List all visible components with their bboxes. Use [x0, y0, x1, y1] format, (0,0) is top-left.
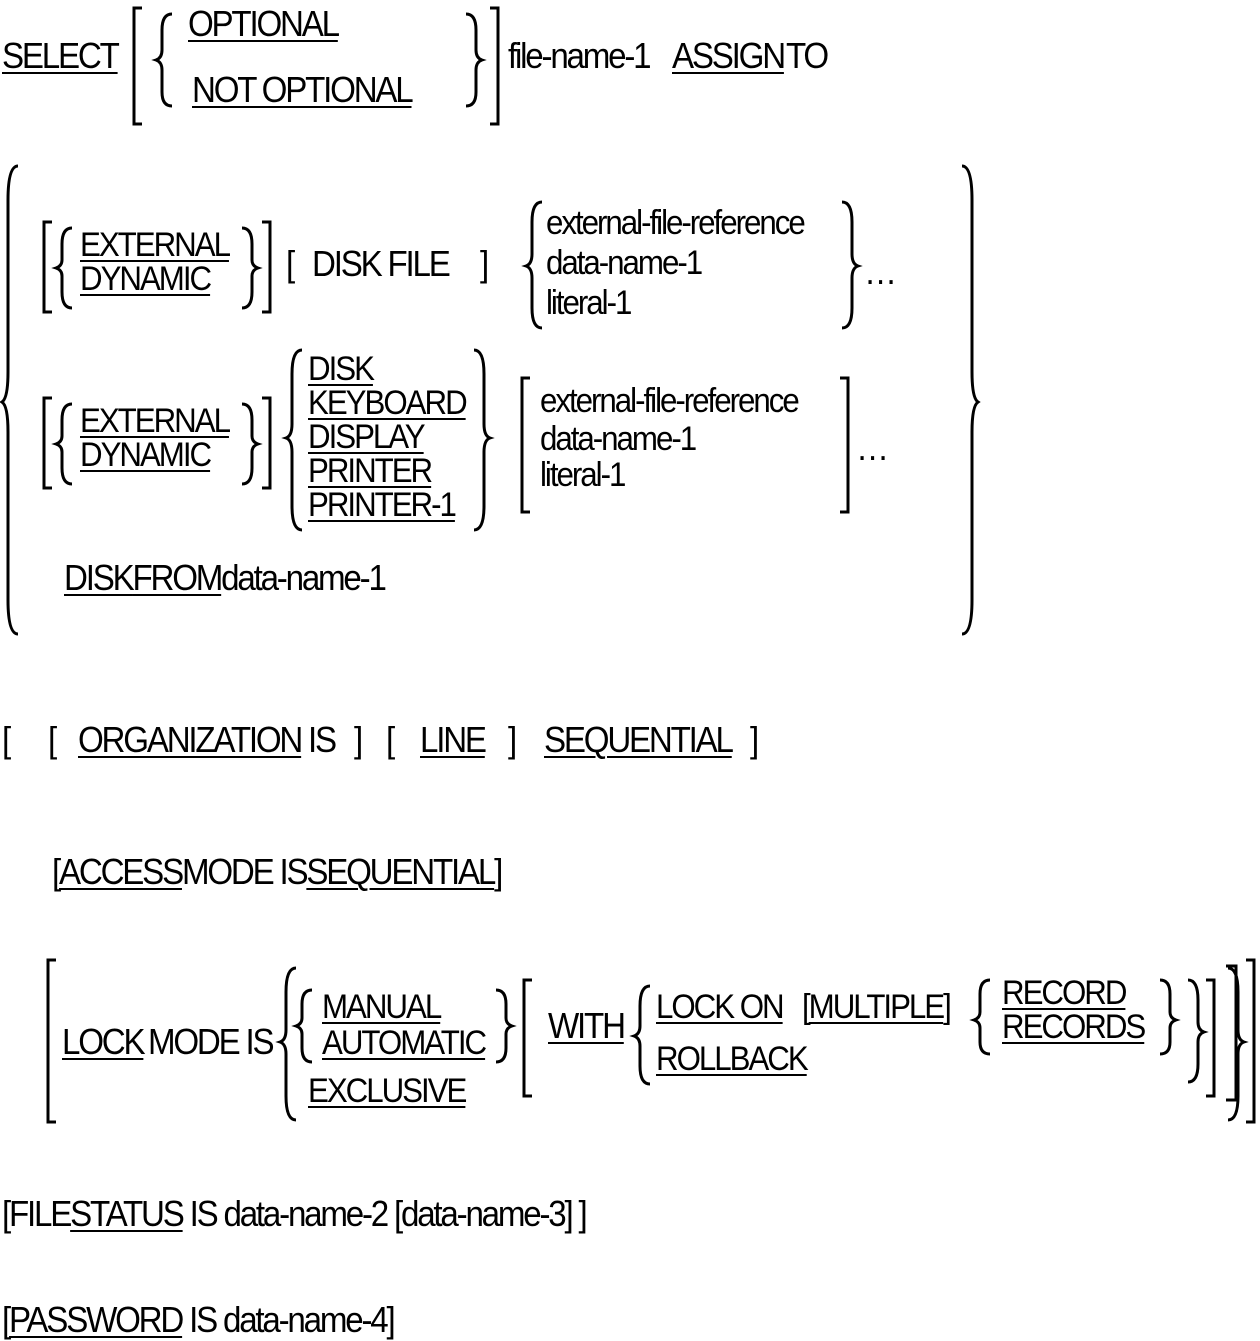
device-disk: DISK — [308, 350, 375, 388]
record-keyword: RECORD — [1002, 974, 1127, 1012]
access-mode-is: MODE IS — [181, 851, 309, 892]
to-keyword: TO — [786, 35, 829, 76]
external-keyword-2: EXTERNAL — [80, 402, 231, 440]
disk-file-close-bracket: ] — [480, 243, 489, 284]
not-optional-phrase: NOT OPTIONAL — [192, 69, 414, 110]
organization-inner-close-bracket: ] — [354, 719, 363, 760]
file-status-phrase: [FILESTATUS IS data-name-2 [data-name-3]… — [2, 1193, 588, 1234]
row2-option-3: literal-1 — [540, 456, 626, 494]
password-is: IS — [189, 1299, 218, 1340]
right-square-bracket — [490, 6, 500, 126]
dynamic-keyword-2: DYNAMIC — [80, 436, 212, 474]
multiple-phrase: [MULTIPLE] — [802, 988, 952, 1026]
data-name-4-label: data-name-4 — [222, 1299, 389, 1340]
device-display: DISPLAY — [308, 418, 426, 456]
with-keyword: WITH — [548, 1005, 626, 1046]
organization-inner-open-bracket: [ — [48, 719, 57, 760]
organization-close-bracket: ] — [750, 719, 759, 760]
organization-keyword: ORGANIZATION — [78, 719, 303, 760]
disk-from-phrase: DISKFROMdata-name-1 — [64, 557, 387, 598]
access-keyword: ACCESS — [59, 851, 184, 892]
data-name-2-label: data-name-2 — [223, 1193, 390, 1234]
file-keyword: FILE — [9, 1193, 72, 1234]
organization-is: IS — [308, 719, 337, 760]
disk-keyword: DISK — [64, 557, 135, 598]
rollback-keyword: ROLLBACK — [656, 1040, 809, 1078]
access-sequential: SEQUENTIAL — [306, 851, 496, 892]
organization-open-bracket: [ — [2, 719, 11, 760]
row1-option-1: external-file-reference — [546, 204, 806, 242]
outer-left-curly-brace — [0, 164, 19, 636]
file-name-1-label: file-name-1 — [508, 35, 652, 76]
row2-option-1: external-file-reference — [540, 382, 800, 420]
lock-on-keyword: LOCK ON — [656, 988, 785, 1026]
file-status-is: IS — [189, 1193, 219, 1234]
exclusive-keyword: EXCLUSIVE — [308, 1072, 467, 1110]
external-keyword-1: EXTERNAL — [80, 226, 231, 264]
lock-mode-is: MODE IS — [148, 1021, 275, 1062]
access-phrase: [ACCESSMODE ISSEQUENTIAL] — [52, 851, 503, 892]
optional-keyword: OPTIONAL — [188, 3, 340, 44]
line-keyword: LINE — [420, 719, 487, 760]
automatic-keyword: AUTOMATIC — [322, 1024, 487, 1062]
device-printer: PRINTER — [308, 452, 433, 490]
not-keyword: NOT OPTIONAL — [192, 69, 414, 110]
line-open-bracket: [ — [386, 719, 395, 760]
row2-option-2: data-name-1 — [540, 420, 697, 458]
password-keyword: PASSWORD — [9, 1299, 184, 1340]
row1-option-2: data-name-1 — [546, 244, 703, 282]
data-name-3-label: data-name-3 — [401, 1193, 567, 1234]
row1-ellipsis: … — [864, 251, 897, 292]
row1-option-3: literal-1 — [546, 284, 632, 322]
lock-keyword: LOCK — [62, 1021, 146, 1062]
dynamic-keyword-1: DYNAMIC — [80, 260, 212, 298]
status-keyword: STATUS — [70, 1193, 185, 1234]
row2-ellipsis: … — [856, 427, 889, 468]
data-name-1-label: data-name-1 — [221, 557, 387, 598]
from-keyword: FROM — [132, 557, 223, 598]
left-square-bracket — [132, 6, 142, 126]
left-curly-brace — [151, 12, 173, 108]
disk-file-open-bracket: [ — [286, 243, 295, 284]
outer-right-curly-brace — [961, 164, 981, 636]
password-phrase: [PASSWORD IS data-name-4] — [2, 1299, 396, 1340]
manual-keyword: MANUAL — [322, 988, 442, 1026]
device-keyboard: KEYBOARD — [308, 384, 468, 422]
device-printer-1: PRINTER-1 — [308, 486, 457, 524]
line-close-bracket: ] — [508, 719, 517, 760]
disk-file-label: DISK FILE — [312, 243, 451, 284]
organization-sequential: SEQUENTIAL — [544, 719, 734, 760]
right-curly-brace — [465, 12, 487, 108]
records-keyword: RECORDS — [1002, 1008, 1146, 1046]
select-keyword: SELECT — [2, 35, 120, 76]
multiple-keyword: MULTIPLE — [808, 988, 945, 1026]
assign-keyword: ASSIGN — [672, 35, 786, 76]
